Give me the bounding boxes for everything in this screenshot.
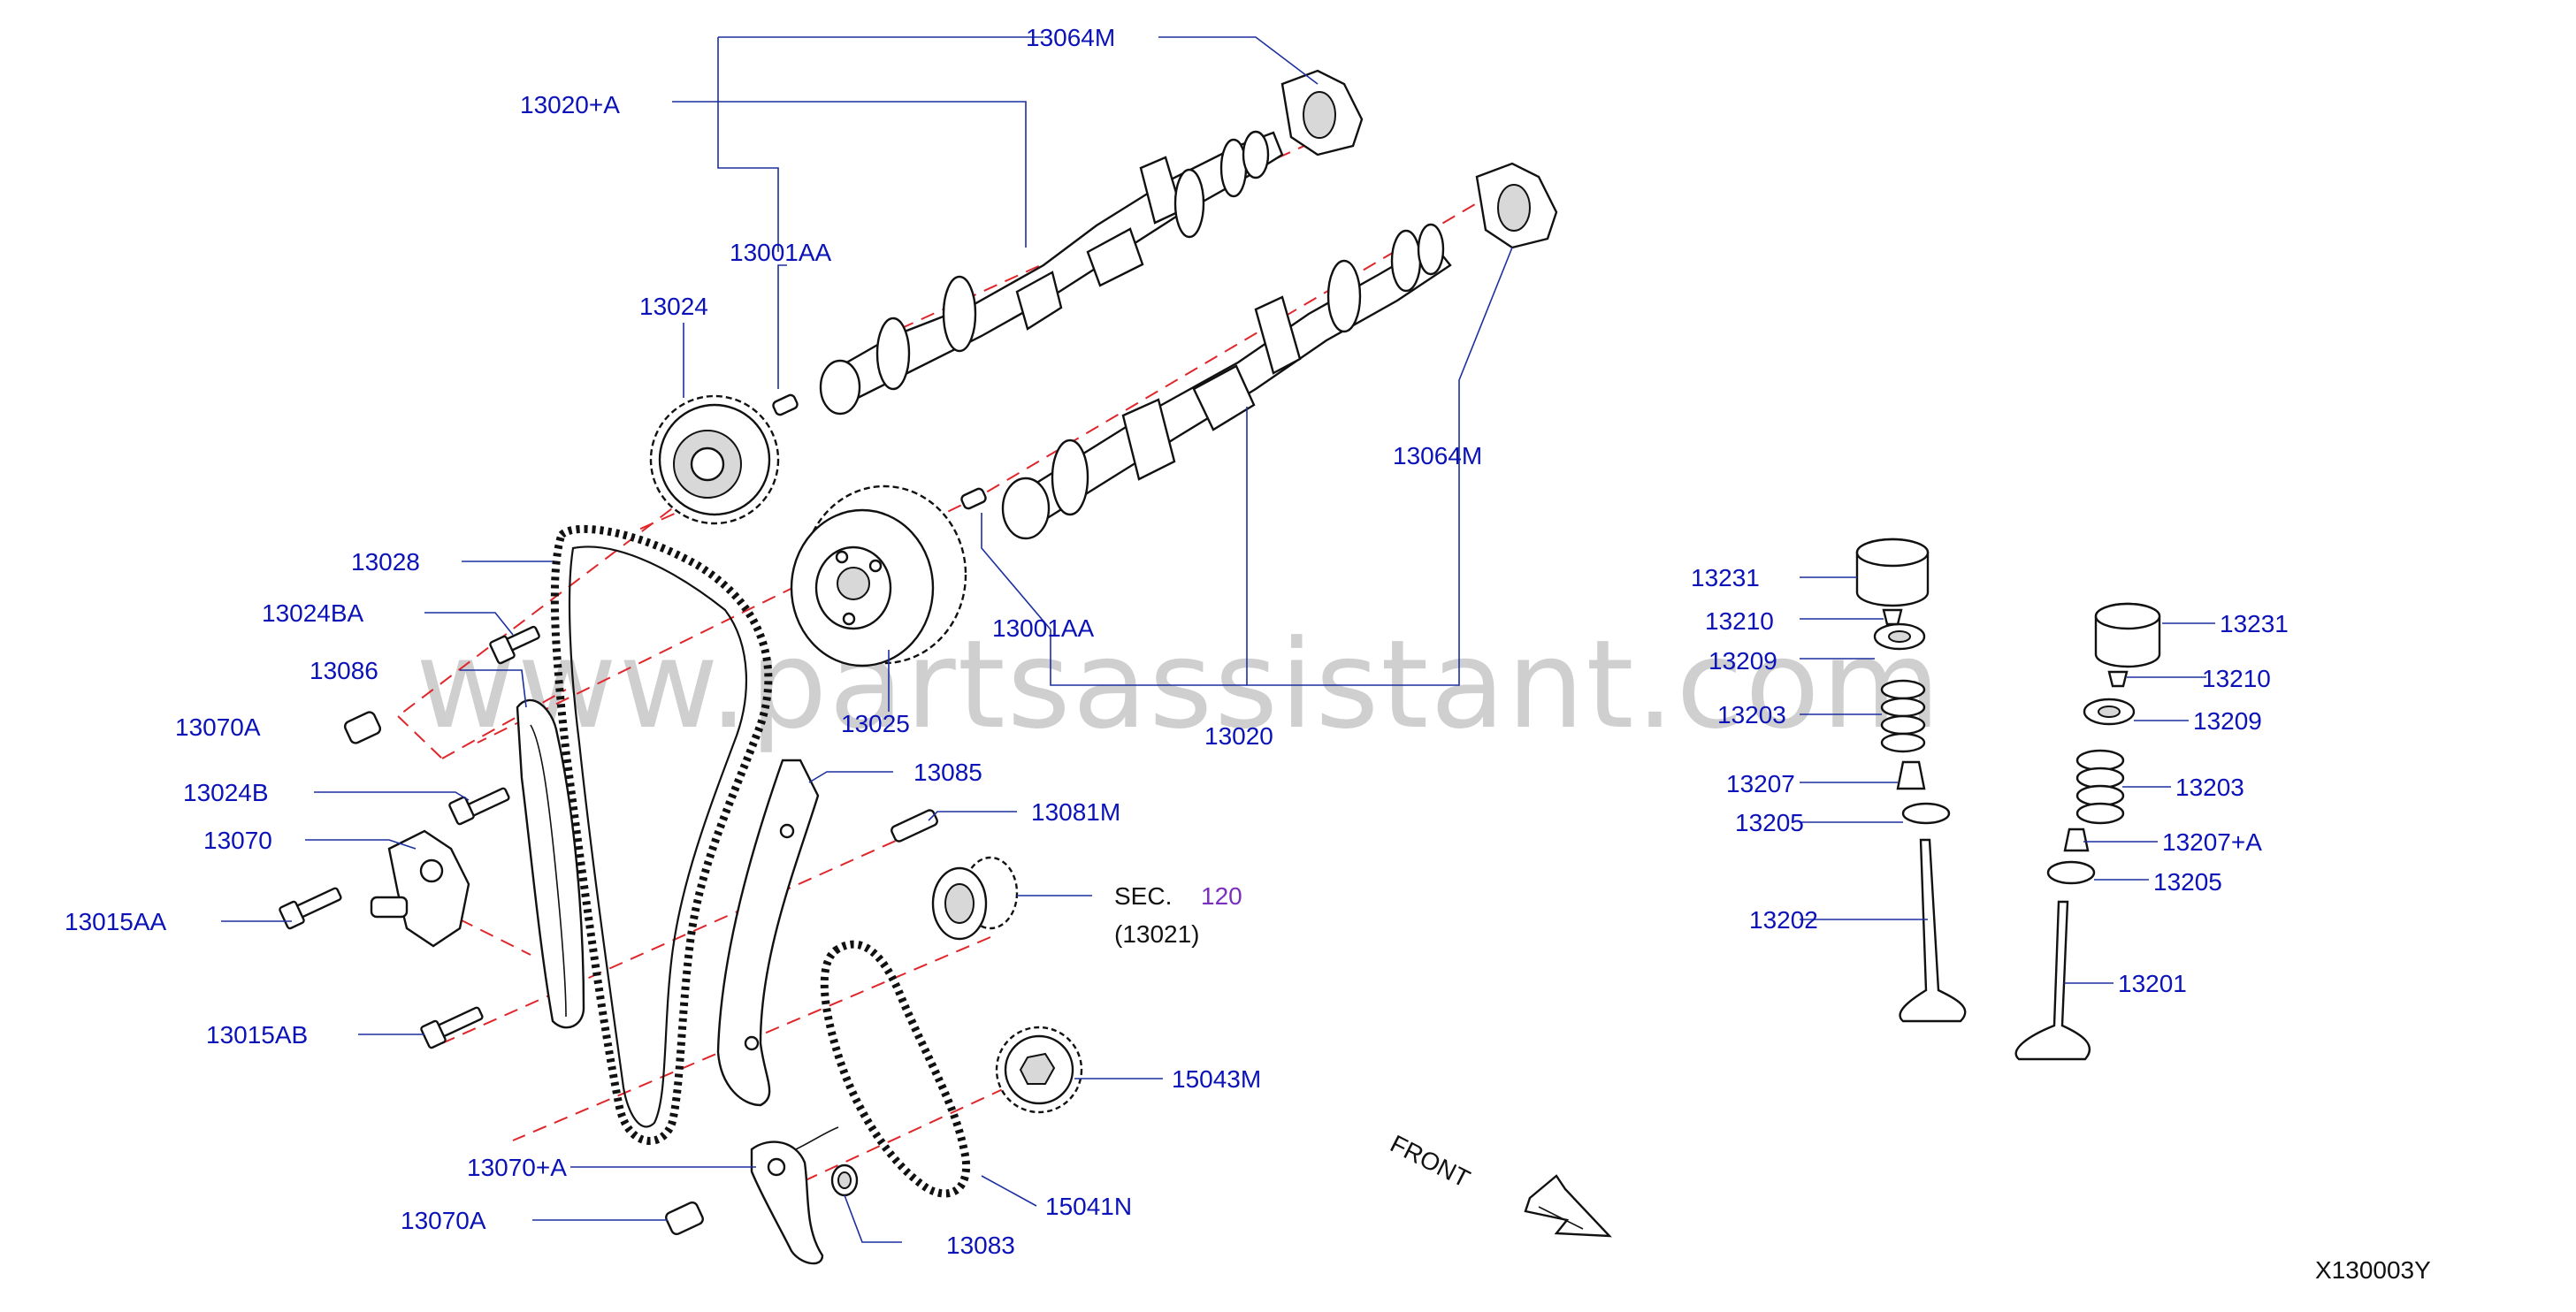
spring-seat-13205-left[interactable] (1901, 802, 1951, 825)
label-13203-right: 13203 (2175, 774, 2244, 801)
spring-retainer-13209-right[interactable] (2083, 698, 2136, 726)
label-13081M: 13081M (1031, 798, 1120, 826)
label-13209-right: 13209 (2193, 707, 2262, 735)
label-13202: 13202 (1749, 906, 1818, 934)
front-label: FRONT (1386, 1130, 1474, 1193)
cam-sensor-plate-top[interactable] (1280, 69, 1364, 156)
diagram-code: X130003Y (2315, 1256, 2431, 1284)
label-13070plusA: 13070+A (467, 1154, 567, 1181)
label-13070A-bottom: 13070A (401, 1207, 486, 1234)
spring-retainer-13209-left[interactable] (1873, 622, 1926, 651)
label-13231-right: 13231 (2220, 610, 2289, 637)
pin-13070A-left[interactable] (343, 711, 382, 745)
label-13207: 13207 (1726, 770, 1795, 797)
dowel-pin-mid[interactable] (960, 487, 987, 510)
label-13201: 13201 (2118, 970, 2187, 997)
callout-labels: 13064M 13020+A 13001AA 13024 13064M 1302… (65, 24, 2431, 1284)
valve-timing-control-13025[interactable] (790, 484, 967, 667)
label-13083: 13083 (946, 1232, 1015, 1259)
label-13070: 13070 (203, 827, 272, 854)
label-13015AA: 13015AA (65, 908, 167, 935)
label-13024B: 13024B (183, 779, 269, 806)
label-13024: 13024 (639, 293, 708, 320)
collet-13210-right[interactable] (2107, 670, 2129, 688)
valve-lifter-13231-left[interactable] (1855, 538, 1930, 607)
camshaft-13020-plus-a[interactable] (819, 130, 1284, 416)
label-13025: 13025 (841, 710, 910, 737)
bolt-13024BA[interactable] (489, 625, 540, 665)
intake-valve-13201[interactable] (2014, 900, 2091, 1061)
valve-spring-13203-right[interactable] (2075, 749, 2125, 825)
label-13070A-left: 13070A (175, 713, 261, 741)
label-13064M-top: 13064M (1026, 24, 1115, 51)
dowel-pin-top[interactable] (772, 393, 799, 416)
cam-sensor-plate-right[interactable] (1475, 162, 1558, 249)
oil-pump-tensioner-13070plusA[interactable] (750, 1126, 839, 1265)
label-13207A: 13207+A (2162, 828, 2262, 856)
stud-13081M[interactable] (891, 809, 939, 843)
pin-13070A-bottom[interactable] (664, 1201, 704, 1236)
label-15043M: 15043M (1172, 1065, 1261, 1093)
label-13001AA-top: 13001AA (730, 239, 832, 266)
bolt-13015AA[interactable] (279, 887, 342, 930)
sec-subpart: (13021) (1114, 920, 1200, 948)
valve-oil-seal-13207A-right[interactable] (2063, 828, 2090, 852)
label-13205-left: 13205 (1735, 809, 1804, 836)
crankshaft-sprocket-13021[interactable] (931, 856, 1019, 941)
sec-number: 120 (1201, 882, 1242, 910)
bolt-13015AB[interactable] (420, 1006, 484, 1049)
exhaust-valve-13202[interactable] (1899, 838, 1967, 1023)
spring-seat-13205-right[interactable] (2046, 860, 2096, 885)
front-direction-arrow (1524, 1174, 1612, 1238)
label-13024BA: 13024BA (262, 599, 364, 627)
valve-spring-13203-left[interactable] (1880, 679, 1926, 753)
camshaft-13020[interactable] (1001, 223, 1452, 540)
label-13020: 13020 (1204, 722, 1273, 750)
chain-tension-arm-13086[interactable] (516, 698, 585, 1029)
label-13001AA-mid: 13001AA (992, 614, 1095, 642)
bushing-13083[interactable] (830, 1163, 859, 1197)
leader-lines (221, 36, 2215, 1243)
slack-guide-13085[interactable] (716, 759, 820, 1107)
label-13210-left: 13210 (1705, 607, 1774, 635)
label-13015AB: 13015AB (206, 1021, 308, 1049)
oil-pump-chain-15041N[interactable] (820, 940, 971, 1198)
label-13020plusA: 13020+A (520, 91, 620, 118)
valve-lifter-13231-right[interactable] (2094, 602, 2161, 668)
label-13203-left: 13203 (1717, 701, 1786, 728)
label-13231-left: 13231 (1691, 564, 1760, 591)
chain-tensioner-13070[interactable] (370, 829, 470, 948)
timing-chain-13028[interactable] (550, 524, 773, 1145)
valve-oil-seal-13207-left[interactable] (1896, 760, 1926, 790)
label-13085: 13085 (913, 759, 982, 786)
label-13210-right: 13210 (2202, 665, 2271, 692)
sec-prefix: SEC. (1114, 882, 1172, 910)
label-13028: 13028 (351, 548, 420, 576)
oil-pump-sprocket-15043M[interactable] (995, 1026, 1083, 1114)
label-15041N: 15041N (1045, 1193, 1132, 1220)
bolt-13024B[interactable] (448, 787, 510, 826)
label-13205-right: 13205 (2153, 868, 2222, 896)
label-13086: 13086 (310, 657, 378, 684)
camshaft-sprocket-13024[interactable] (649, 394, 780, 525)
label-13064M-right: 13064M (1393, 442, 1482, 469)
label-13209-left: 13209 (1708, 647, 1777, 675)
collet-13210-left[interactable] (1882, 608, 1903, 626)
